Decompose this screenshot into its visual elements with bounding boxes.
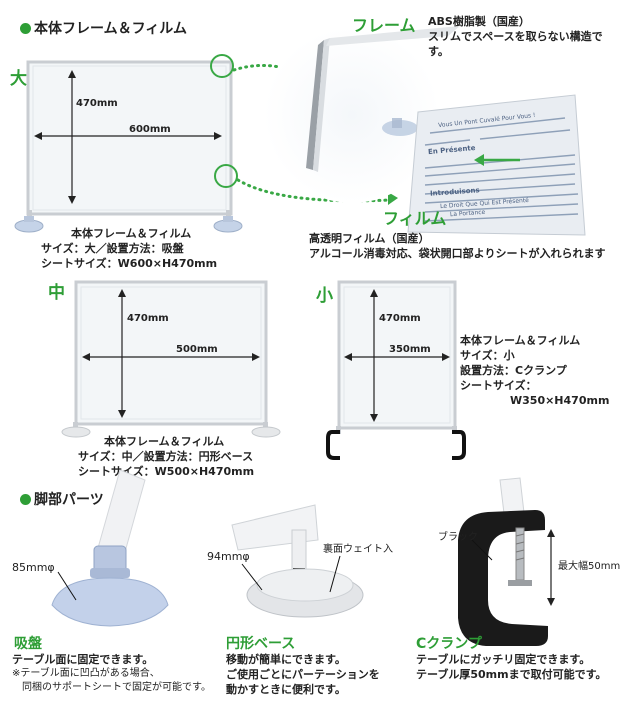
small-caption: 本体フレーム＆フィルム サイズ：小 設置方法：Cクランプ シートサイズ： W35…	[460, 334, 610, 407]
medium-frame	[74, 280, 268, 426]
round-base-note: 裏面ウェイト入	[323, 544, 393, 555]
suction-text: テーブル面に固定できます。 ※テーブル面に凹凸がある場合、 同梱のサポートシート…	[12, 653, 211, 693]
round-base-title: 円形ベース	[226, 636, 296, 652]
section-frame-header: 本体フレーム＆フィルム	[20, 18, 187, 38]
zoom-circle-frame	[210, 54, 234, 78]
film-detail-text: 高透明フィルム（国産） アルコール消毒対応、袋状開口部よりシートが入れられます	[309, 232, 606, 260]
clamp-right	[452, 430, 466, 460]
round-base-left	[61, 426, 91, 438]
size-label-large: 大	[10, 69, 27, 89]
green-dot-icon	[20, 23, 31, 34]
suction-title: 吸盤	[14, 636, 42, 652]
small-height-dim: 470mm	[379, 313, 421, 324]
large-caption: 本体フレーム＆フィルム サイズ：大／設置方法：吸盤 シートサイズ：W600×H4…	[41, 227, 218, 270]
size-label-small: 小	[316, 286, 333, 306]
frame-detail-title: フレーム	[352, 16, 416, 35]
small-frame	[337, 280, 457, 430]
large-width-dim: 600mm	[129, 124, 171, 135]
medium-height-dim: 470mm	[127, 313, 169, 324]
section-parts-header: 脚部パーツ	[20, 489, 104, 509]
large-height-dim: 470mm	[76, 98, 118, 109]
c-clamp-body	[458, 510, 548, 646]
clamp-title: Cクランプ	[416, 636, 482, 652]
frame-detail-text: ABS樹脂製（国産） スリムでスペースを取らない構造です。	[428, 15, 603, 58]
round-base-dim: 94mmφ	[207, 550, 250, 563]
size-label-medium: 中	[48, 283, 65, 303]
suction-dim: 85mmφ	[12, 561, 55, 574]
clamp-max-width: 最大幅50mm	[558, 561, 621, 572]
small-width-dim: 350mm	[389, 344, 431, 355]
round-base-text: 移動が簡単にできます。 ご使用ごとにパーテーションを 動かすときに便利です。	[226, 653, 380, 696]
clamp-left	[326, 430, 340, 460]
round-base-right	[251, 426, 281, 438]
medium-width-dim: 500mm	[176, 344, 218, 355]
suction-cup-body	[51, 577, 169, 627]
large-frame	[26, 60, 233, 216]
film-detail-title: フィルム	[383, 209, 447, 228]
clamp-color-note: ブラック	[438, 532, 478, 543]
clamp-text: テーブルにガッチリ固定できます。 テーブル厚50mmまで取付可能です。	[416, 653, 607, 681]
zoom-circle-film	[214, 164, 238, 188]
green-dot-icon	[20, 494, 31, 505]
